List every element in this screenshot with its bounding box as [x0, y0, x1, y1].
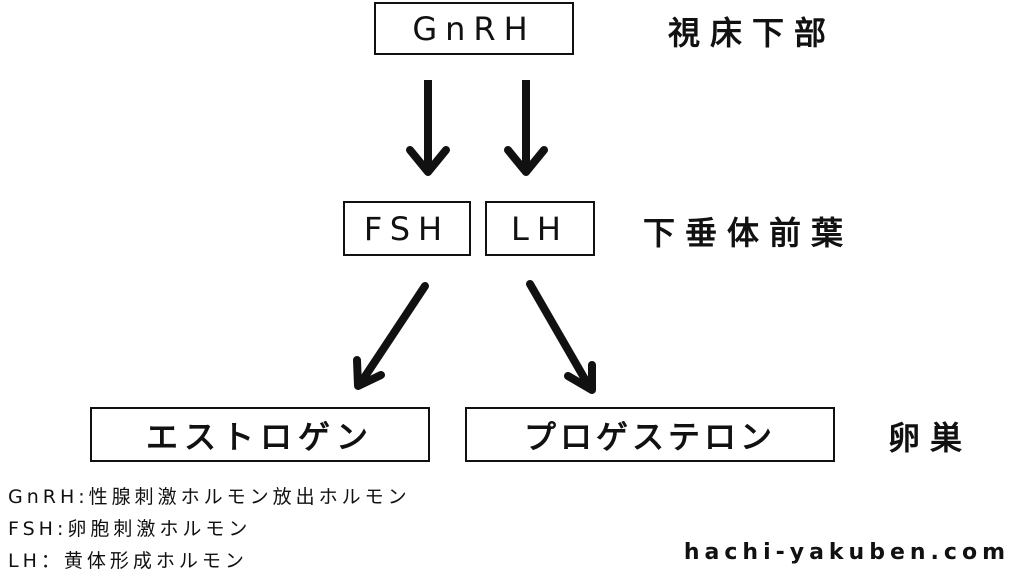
arrow-gnrh-to-lh	[504, 80, 548, 176]
site-credit: hachi-yakuben.com	[683, 540, 1010, 565]
legend-lh: LH：黄体形成ホルモン	[8, 550, 248, 572]
hypothalamus-label: 視床下部	[668, 14, 837, 52]
pituitary-label: 下垂体前葉	[643, 214, 854, 252]
ovary-label: 卵巣	[888, 419, 973, 457]
fsh-label: FSH	[363, 209, 451, 248]
progesterone-label: プロゲステロン	[523, 417, 776, 456]
arrow-lh-to-progesterone	[526, 280, 596, 394]
progesterone-box: プロゲステロン	[465, 407, 835, 462]
estrogen-label: エストロゲン	[145, 417, 374, 456]
legend-gnrh: GnRH:性腺刺激ホルモン放出ホルモン	[8, 486, 411, 508]
estrogen-box: エストロゲン	[90, 407, 430, 462]
gnrh-box: GnRH	[374, 2, 574, 55]
lh-label: LH	[511, 209, 569, 248]
fsh-box: FSH	[343, 201, 471, 256]
arrow-fsh-to-estrogen	[353, 282, 429, 390]
lh-box: LH	[485, 201, 595, 256]
arrow-gnrh-to-fsh	[406, 80, 450, 176]
legend-fsh: FSH:卵胞刺激ホルモン	[8, 518, 252, 540]
gnrh-label: GnRH	[412, 9, 536, 48]
